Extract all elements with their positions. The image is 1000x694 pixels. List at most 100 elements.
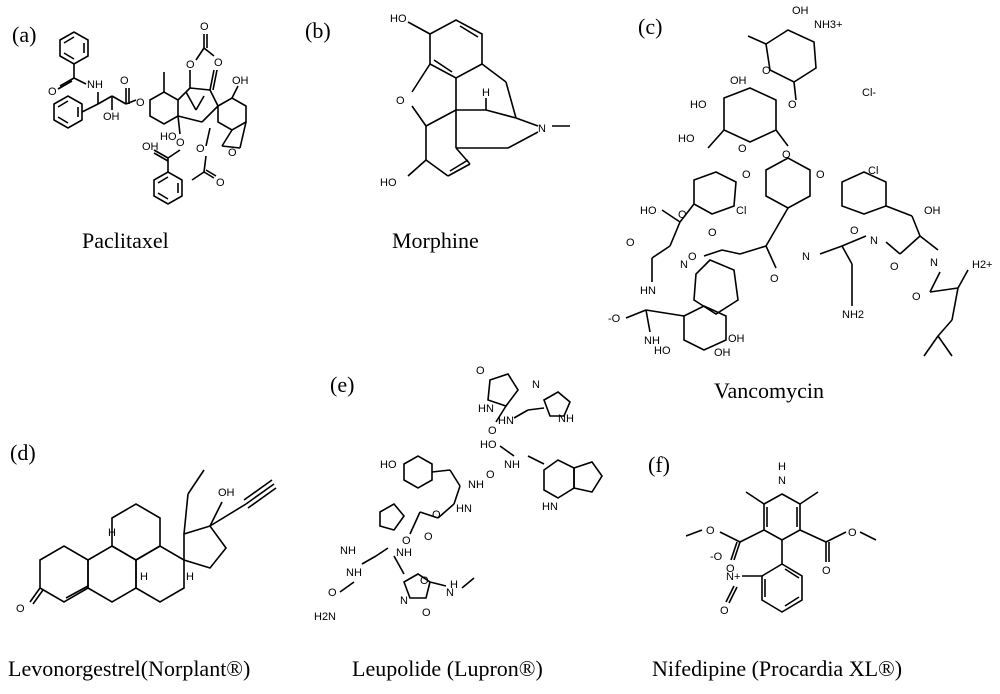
atom-label: O bbox=[16, 603, 25, 615]
atom-label: Cl bbox=[736, 205, 746, 217]
atom-label: O bbox=[822, 565, 831, 577]
atom-label: NH bbox=[504, 459, 520, 471]
atom-label: NH3+ bbox=[814, 19, 842, 31]
atom-label: N bbox=[538, 123, 546, 135]
atom-label: OH bbox=[714, 347, 731, 359]
atom-label: H2N bbox=[314, 611, 336, 623]
atom-label: H bbox=[450, 579, 458, 591]
atom-label: HO bbox=[380, 177, 397, 189]
atom-label: HO bbox=[480, 439, 497, 451]
atom-label: NH bbox=[558, 413, 574, 425]
atom-label: OH bbox=[103, 111, 120, 123]
atom-label: O bbox=[708, 227, 717, 239]
atom-label: O bbox=[688, 251, 697, 263]
atom-label: HN bbox=[498, 415, 514, 427]
atom-label: N bbox=[930, 257, 938, 269]
atom-label: H bbox=[140, 571, 148, 583]
atom-label: OH bbox=[730, 75, 747, 87]
atom-label: O bbox=[848, 527, 857, 539]
atom-label: O bbox=[476, 365, 485, 377]
atom-label: N+ bbox=[726, 571, 740, 583]
atom-label: O bbox=[788, 99, 797, 111]
panel-nifedipine: (f) H N O O O O N+ -O O Nifedipine (Proc… bbox=[630, 440, 1000, 694]
atom-label: H bbox=[482, 87, 490, 99]
name-levonorgestrel: Levonorgestrel(Norplant®) bbox=[8, 656, 251, 681]
panel-label-d: (d) bbox=[10, 440, 36, 465]
atom-label: N bbox=[400, 595, 408, 607]
atom-label: HO bbox=[690, 99, 707, 111]
atom-label: O bbox=[328, 587, 337, 599]
atom-label: HN bbox=[542, 501, 558, 513]
atom-label: N bbox=[446, 587, 454, 599]
atom-label: O bbox=[136, 97, 145, 109]
atom-label: O bbox=[742, 169, 751, 181]
atom-label: O bbox=[424, 531, 433, 543]
atom-label: OH bbox=[232, 75, 249, 87]
atom-label: HO bbox=[160, 131, 177, 143]
atom-label: NH bbox=[340, 545, 356, 557]
atom-label: HN bbox=[478, 403, 494, 415]
atom-label: Cl bbox=[868, 165, 878, 177]
atom-label: O bbox=[196, 143, 205, 155]
atom-label: O bbox=[186, 59, 195, 71]
atom-label: O bbox=[912, 291, 921, 303]
morphine-structure: HO O H N HO bbox=[380, 13, 570, 189]
atom-label: O bbox=[486, 469, 495, 481]
panel-levonorgestrel: (d) O H H H OH Levonorgestrel(Norplant®) bbox=[0, 430, 320, 694]
atom-label: O bbox=[422, 607, 431, 619]
paclitaxel-structure: O NH OH O O O O O OH O bbox=[48, 21, 249, 205]
atom-label: O bbox=[200, 21, 209, 33]
atom-label: HN bbox=[640, 285, 656, 297]
atom-label: O bbox=[726, 563, 735, 575]
name-paclitaxel: Paclitaxel bbox=[82, 228, 169, 253]
atom-label: NH2 bbox=[842, 309, 864, 321]
atom-label: O bbox=[176, 137, 185, 149]
atom-label: O bbox=[120, 75, 129, 87]
atom-label: N bbox=[778, 475, 786, 487]
atom-label: O bbox=[678, 209, 687, 221]
nifedipine-structure: H N O O O O N+ -O O bbox=[685, 461, 877, 617]
atom-label: NH bbox=[468, 479, 484, 491]
atom-label: N bbox=[870, 235, 878, 247]
atom-label: -O bbox=[608, 313, 621, 325]
panel-paclitaxel: (a) O NH OH O O O O bbox=[0, 0, 300, 270]
name-leupolide: Leupolide (Lupron®) bbox=[352, 656, 543, 681]
atom-label: HO bbox=[654, 345, 671, 357]
panel-label-b: (b) bbox=[305, 18, 331, 43]
atom-label: OH bbox=[142, 141, 159, 153]
panel-morphine: (b) HO O H N HO Morphine bbox=[300, 0, 620, 270]
atom-label: O bbox=[48, 86, 57, 98]
atom-label: Cl- bbox=[862, 87, 876, 99]
atom-label: O bbox=[402, 535, 411, 547]
atom-label: OH bbox=[924, 205, 941, 217]
atom-label: NH bbox=[87, 79, 103, 91]
atom-label: O bbox=[420, 575, 429, 587]
atom-label: HO bbox=[390, 13, 407, 25]
atom-label: O bbox=[762, 65, 771, 77]
atom-label: O bbox=[890, 261, 899, 273]
atom-label: OH bbox=[218, 487, 235, 499]
atom-label: -O bbox=[710, 551, 723, 563]
panel-label-f: (f) bbox=[648, 452, 670, 477]
atom-label: O bbox=[738, 143, 747, 155]
atom-label: NH bbox=[396, 547, 412, 559]
atom-label: OH bbox=[792, 5, 809, 17]
atom-label: O bbox=[396, 95, 405, 107]
atom-label: O bbox=[228, 147, 237, 159]
atom-label: H bbox=[186, 571, 194, 583]
atom-label: N bbox=[680, 259, 688, 271]
panel-label-a: (a) bbox=[12, 22, 37, 47]
atom-label: NH bbox=[644, 335, 660, 347]
atom-label: H bbox=[778, 461, 786, 473]
atom-label: O bbox=[782, 149, 791, 161]
panel-label-c: (c) bbox=[638, 14, 663, 39]
atom-label: O bbox=[720, 605, 729, 617]
atom-label: O bbox=[216, 177, 225, 189]
panel-label-e: (e) bbox=[330, 372, 355, 397]
atom-label: O bbox=[770, 273, 779, 285]
atom-label: O bbox=[816, 169, 825, 181]
atom-label: O bbox=[214, 57, 223, 69]
name-vancomycin: Vancomycin bbox=[714, 378, 824, 403]
atom-label: HO bbox=[640, 205, 657, 217]
leupolide-structure: O HN O HN N NH HO NH HN HO NH O O HN O O… bbox=[314, 365, 603, 623]
